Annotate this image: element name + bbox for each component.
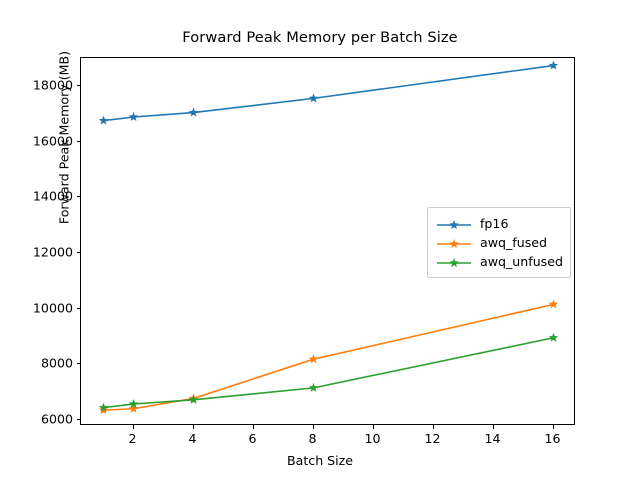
x-axis-label: Batch Size	[286, 453, 354, 468]
series-lines	[98, 60, 559, 415]
y-tick-mark	[76, 84, 80, 86]
x-tick-label: 16	[544, 431, 561, 446]
y-tick-mark	[76, 140, 80, 142]
chart-title: Forward Peak Memory per Batch Size	[182, 29, 458, 46]
legend-line-sample	[435, 236, 473, 250]
data-point-marker	[98, 402, 109, 412]
x-tick-mark	[432, 425, 434, 429]
y-tick-label: 12000	[32, 244, 73, 260]
x-tick-mark	[552, 425, 554, 429]
legend: fp16 awq_fused awq_unfused	[427, 207, 571, 278]
x-tick-label: 6	[248, 431, 257, 446]
legend-label: fp16	[480, 216, 509, 231]
x-tick-mark	[372, 425, 374, 429]
x-tick-mark	[252, 425, 254, 429]
data-point-marker	[128, 399, 139, 409]
data-point-marker	[548, 332, 559, 342]
legend-line-sample	[435, 217, 473, 231]
y-axis-label: Forward Peak Memory (MB)	[56, 50, 72, 225]
y-tick-mark	[76, 418, 80, 420]
data-point-marker	[308, 382, 319, 392]
data-point-marker	[128, 112, 139, 122]
data-point-marker	[188, 107, 199, 117]
legend-label: awq_fused	[480, 235, 548, 250]
plot-area	[80, 57, 575, 425]
data-point-marker	[98, 115, 109, 125]
x-tick-label: 10	[364, 431, 381, 446]
y-tick-label: 18000	[32, 77, 73, 93]
series-line	[102, 336, 555, 409]
data-point-marker	[548, 299, 559, 309]
y-tick-label: 10000	[32, 300, 73, 316]
data-point-marker	[188, 394, 199, 404]
x-tick-label: 2	[128, 431, 137, 446]
x-tick-mark	[132, 425, 134, 429]
x-tick-mark	[492, 425, 494, 429]
legend-item-fp16[interactable]: fp16	[435, 214, 562, 233]
x-tick-mark	[192, 425, 194, 429]
y-tick-mark	[76, 363, 80, 365]
x-tick-label: 12	[424, 431, 441, 446]
y-tick-label: 16000	[32, 133, 73, 148]
series-fp16	[98, 60, 559, 125]
y-tick-label: 6000	[40, 411, 73, 427]
legend-item-awq_unfused[interactable]: awq_unfused	[435, 252, 563, 271]
y-tick-label: 14000	[32, 188, 73, 204]
y-tick-label: 8000	[40, 355, 73, 371]
series-line	[102, 64, 555, 122]
data-point-marker	[548, 60, 559, 70]
y-axis-tick-labels: 6000 8000 10000 12000 14000 16000 18000	[0, 0, 73, 480]
y-tick-mark	[76, 307, 80, 309]
data-point-marker	[128, 403, 139, 413]
legend-item-awq_fused[interactable]: awq_fused	[435, 233, 562, 252]
x-tick-label: 4	[188, 431, 197, 446]
x-axis-tick-labels: 2 4 6 8 10 12 14 16	[0, 431, 640, 451]
legend-label: awq_unfused	[480, 254, 563, 269]
x-tick-label: 8	[308, 431, 317, 446]
legend-line-sample	[435, 255, 473, 269]
x-tick-mark	[312, 425, 314, 429]
series-awq_unfused	[98, 332, 559, 412]
series-line	[102, 303, 555, 411]
data-point-marker	[308, 93, 319, 103]
y-tick-mark	[76, 196, 80, 198]
y-tick-mark	[76, 251, 80, 253]
x-tick-label: 14	[484, 431, 501, 446]
data-point-marker	[308, 354, 319, 364]
series-awq_fused	[98, 299, 559, 415]
